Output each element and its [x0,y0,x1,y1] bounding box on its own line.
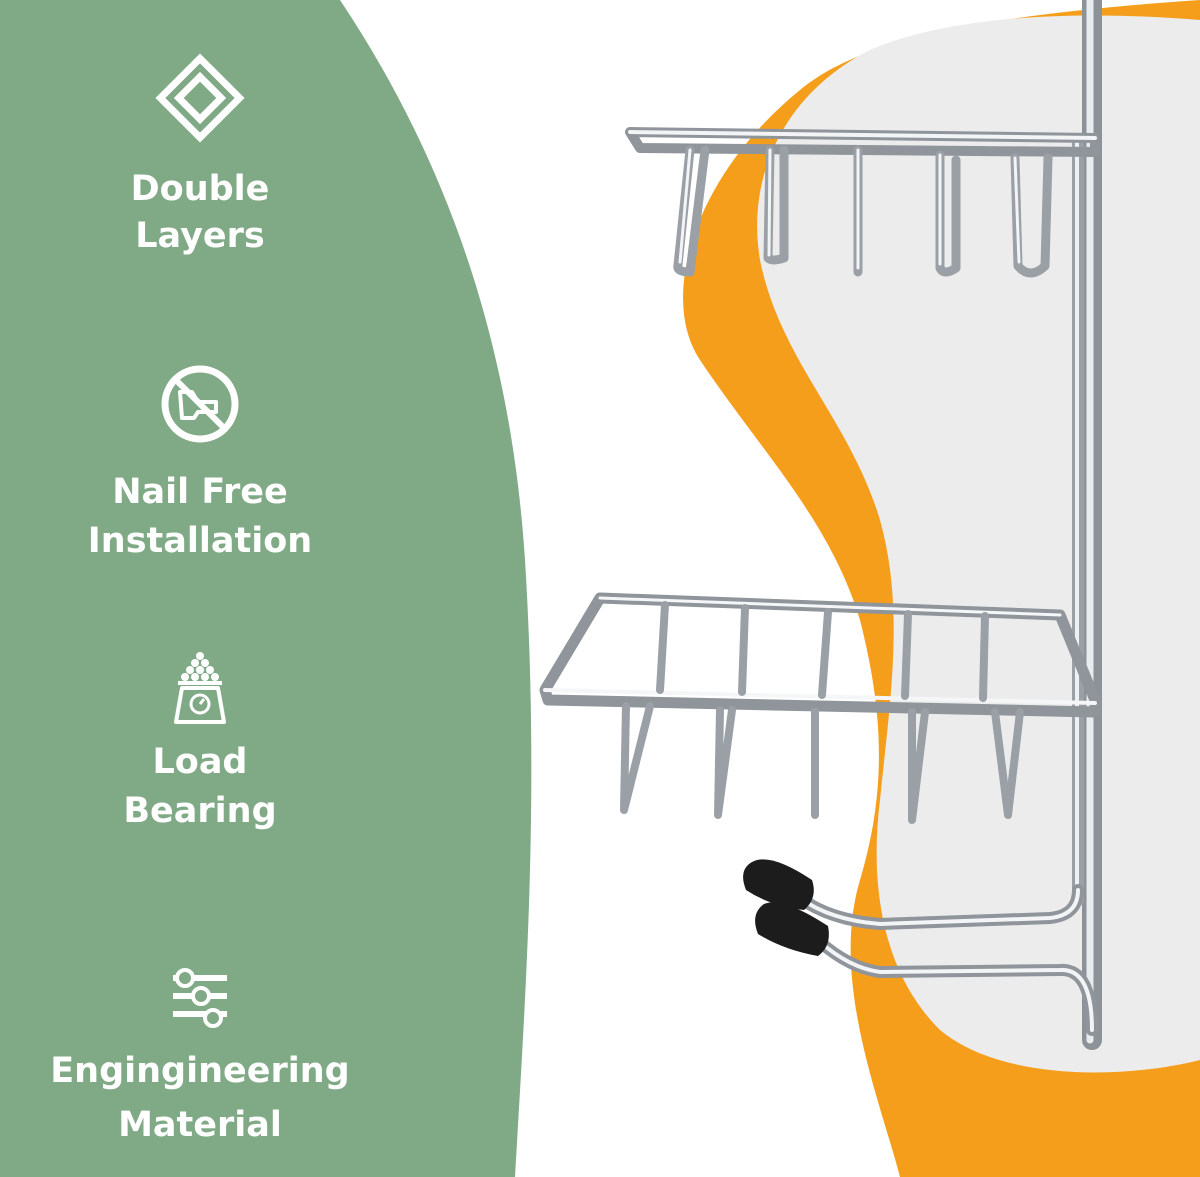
rubber-tips [743,859,829,956]
feature-label-line: Engingineering [50,1051,350,1091]
feature-label-line: Load [152,742,248,782]
feature-label-line: Nail Free [112,472,288,512]
feature-label: Double Layers [131,166,270,260]
feature-nail-free: Nail Free Installation [0,362,400,566]
feature-engineering-material: Engingineering Material [0,968,400,1152]
feature-label-line: Installation [87,521,313,561]
feature-label-line: Material [118,1105,282,1145]
feature-label-line: Layers [135,216,265,256]
double-layers-icon [155,53,245,143]
no-drill-icon [161,365,239,443]
feature-double-layers: Double Layers [0,50,400,260]
feature-load-bearing: Load Bearing [0,650,400,836]
feature-label-line: Double [130,169,270,209]
feature-label-line: Bearing [123,791,277,831]
feature-label: Engingineering Material [50,1044,349,1152]
green-panel [0,0,532,1177]
engineering-sliders-icon [173,968,227,1028]
feature-label: Load Bearing [123,738,276,836]
load-scale-icon [174,652,226,724]
feature-label: Nail Free Installation [88,468,312,566]
